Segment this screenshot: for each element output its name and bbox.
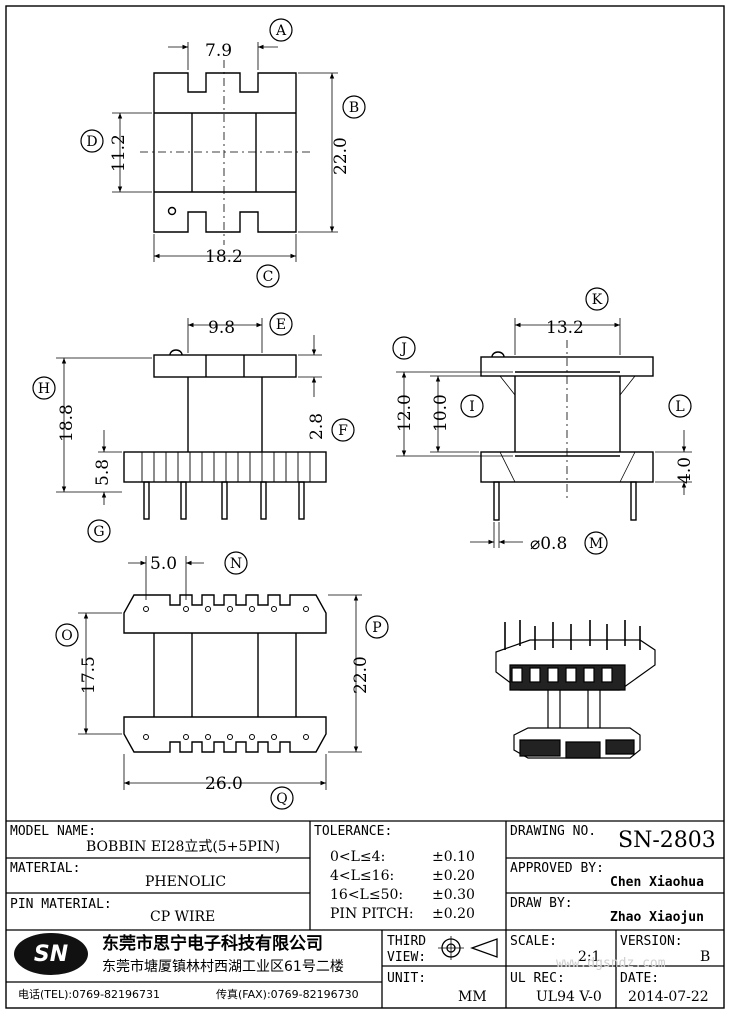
ul-rec-label: UL REC:	[510, 971, 565, 986]
callout-L: L	[668, 394, 692, 418]
model-name-value: BOBBIN EI28立式(5+5PIN)	[86, 839, 281, 855]
dim-F-text: 2.8	[307, 413, 327, 440]
tolerance-value-2: ±0.20	[432, 868, 475, 884]
callout-O: O	[55, 623, 79, 647]
version-value: B	[700, 949, 711, 965]
company-name: 东莞市思宁电子科技有限公司	[102, 934, 323, 954]
dim-L-text: 4.0	[675, 457, 695, 484]
dim-Q-text: 26.0	[205, 774, 243, 794]
svg-text:I: I	[469, 399, 475, 415]
dim-N-text: 5.0	[150, 554, 177, 574]
svg-text:D: D	[86, 134, 97, 150]
svg-text:N: N	[230, 556, 242, 572]
company-address: 东莞市塘厦镇林村西湖工业区61号二楼	[102, 959, 344, 975]
dim-J-text: 12.0	[395, 394, 415, 432]
callout-F: F	[331, 418, 355, 442]
callout-C: C	[256, 264, 280, 288]
callout-E: E	[269, 312, 293, 336]
svg-text:A: A	[275, 23, 287, 39]
svg-text:H: H	[38, 381, 50, 397]
tolerance-range-2: 4<L≤16:	[330, 868, 395, 884]
svg-text:K: K	[592, 292, 603, 308]
approved-by-label: APPROVED BY:	[510, 861, 604, 876]
scale-label: SCALE:	[510, 934, 557, 949]
title-block-grid	[6, 820, 724, 1008]
pin-material-value: CP WIRE	[150, 909, 216, 925]
callout-P: P	[365, 615, 389, 639]
dim-I-text: 10.0	[431, 394, 451, 432]
svg-text:P: P	[372, 620, 381, 636]
company-tel: 电话(TEL):0769-82196731	[18, 988, 161, 1001]
dim-G-text: 5.8	[93, 459, 113, 486]
front-view	[56, 318, 327, 520]
third-view-label-1: THIRD	[387, 934, 427, 949]
material-label: MATERIAL:	[10, 861, 81, 876]
svg-text:C: C	[263, 269, 274, 285]
pin-pitch-label: PIN PITCH:	[330, 906, 414, 922]
drawing-no-label: DRAWING NO.	[510, 824, 597, 839]
callout-I: I	[460, 394, 484, 418]
sheet-border	[5, 5, 725, 1009]
callout-K: K	[585, 287, 609, 311]
version-label: VERSION:	[620, 934, 683, 949]
company-fax: 传真(FAX):0769-82196730	[216, 988, 359, 1001]
dim-K-text: 13.2	[546, 318, 584, 338]
side-view	[396, 318, 692, 548]
date-value: 2014-07-22	[628, 989, 709, 1005]
dim-H-text: 18.8	[57, 404, 77, 442]
callout-J: J	[392, 336, 416, 360]
svg-text:M: M	[589, 536, 603, 552]
svg-text:E: E	[276, 317, 286, 333]
callout-A: A	[269, 18, 293, 42]
callout-B: B	[342, 95, 366, 119]
dim-A-text: 7.9	[205, 41, 232, 61]
tolerance-range-1: 0<L≤4:	[330, 849, 386, 865]
dim-E-text: 9.8	[208, 318, 235, 338]
tolerance-value-3: ±0.30	[432, 887, 475, 903]
approved-by-value: Chen Xiaohua	[610, 875, 704, 890]
callout-D: D	[80, 129, 104, 153]
callout-G: G	[87, 519, 111, 543]
svg-text:Q: Q	[276, 791, 287, 807]
tolerance-range-3: 16<L≤50:	[330, 887, 404, 903]
dim-M-text: ⌀0.8	[530, 534, 567, 554]
watermark-text: www.dgsndz.com	[556, 956, 666, 971]
company-logo: SN	[14, 933, 88, 975]
pin-pitch-value: ±0.20	[432, 906, 475, 922]
callout-M: M	[584, 531, 608, 555]
draw-by-label: DRAW BY:	[510, 896, 573, 911]
date-label: DATE:	[620, 971, 660, 986]
isometric-view	[495, 620, 656, 759]
material-value: PHENOLIC	[145, 874, 227, 890]
svg-text:F: F	[338, 423, 348, 439]
dim-P-text: 22.0	[351, 656, 371, 694]
callout-Q: Q	[270, 786, 294, 810]
svg-text:O: O	[61, 628, 72, 644]
dim-C-text: 18.2	[205, 247, 243, 267]
ul-rec-value: UL94 V-0	[536, 989, 602, 1005]
callout-H: H	[32, 376, 56, 400]
dim-D-text: 11.2	[109, 134, 129, 172]
dim-O-text: 17.5	[79, 656, 99, 694]
top-view	[112, 42, 338, 262]
unit-value: MM	[458, 989, 487, 1005]
tolerance-value-1: ±0.10	[432, 849, 475, 865]
pin-material-label: PIN MATERIAL:	[10, 897, 112, 912]
tolerance-label: TOLERANCE:	[314, 824, 393, 839]
svg-text:J: J	[399, 341, 407, 357]
svg-text:G: G	[93, 524, 104, 540]
scale-value: 2:1	[578, 949, 601, 965]
dim-B-text: 22.0	[331, 137, 351, 175]
draw-by-value: Zhao Xiaojun	[610, 910, 704, 925]
callout-N: N	[224, 551, 248, 575]
svg-text:L: L	[675, 399, 684, 415]
bottom-view	[78, 556, 362, 790]
model-name-label: MODEL NAME:	[10, 824, 97, 839]
third-view-label-2: VIEW:	[387, 950, 427, 965]
svg-text:B: B	[349, 100, 359, 116]
unit-label: UNIT:	[387, 971, 427, 986]
drawing-no-value: SN-2803	[618, 828, 716, 853]
